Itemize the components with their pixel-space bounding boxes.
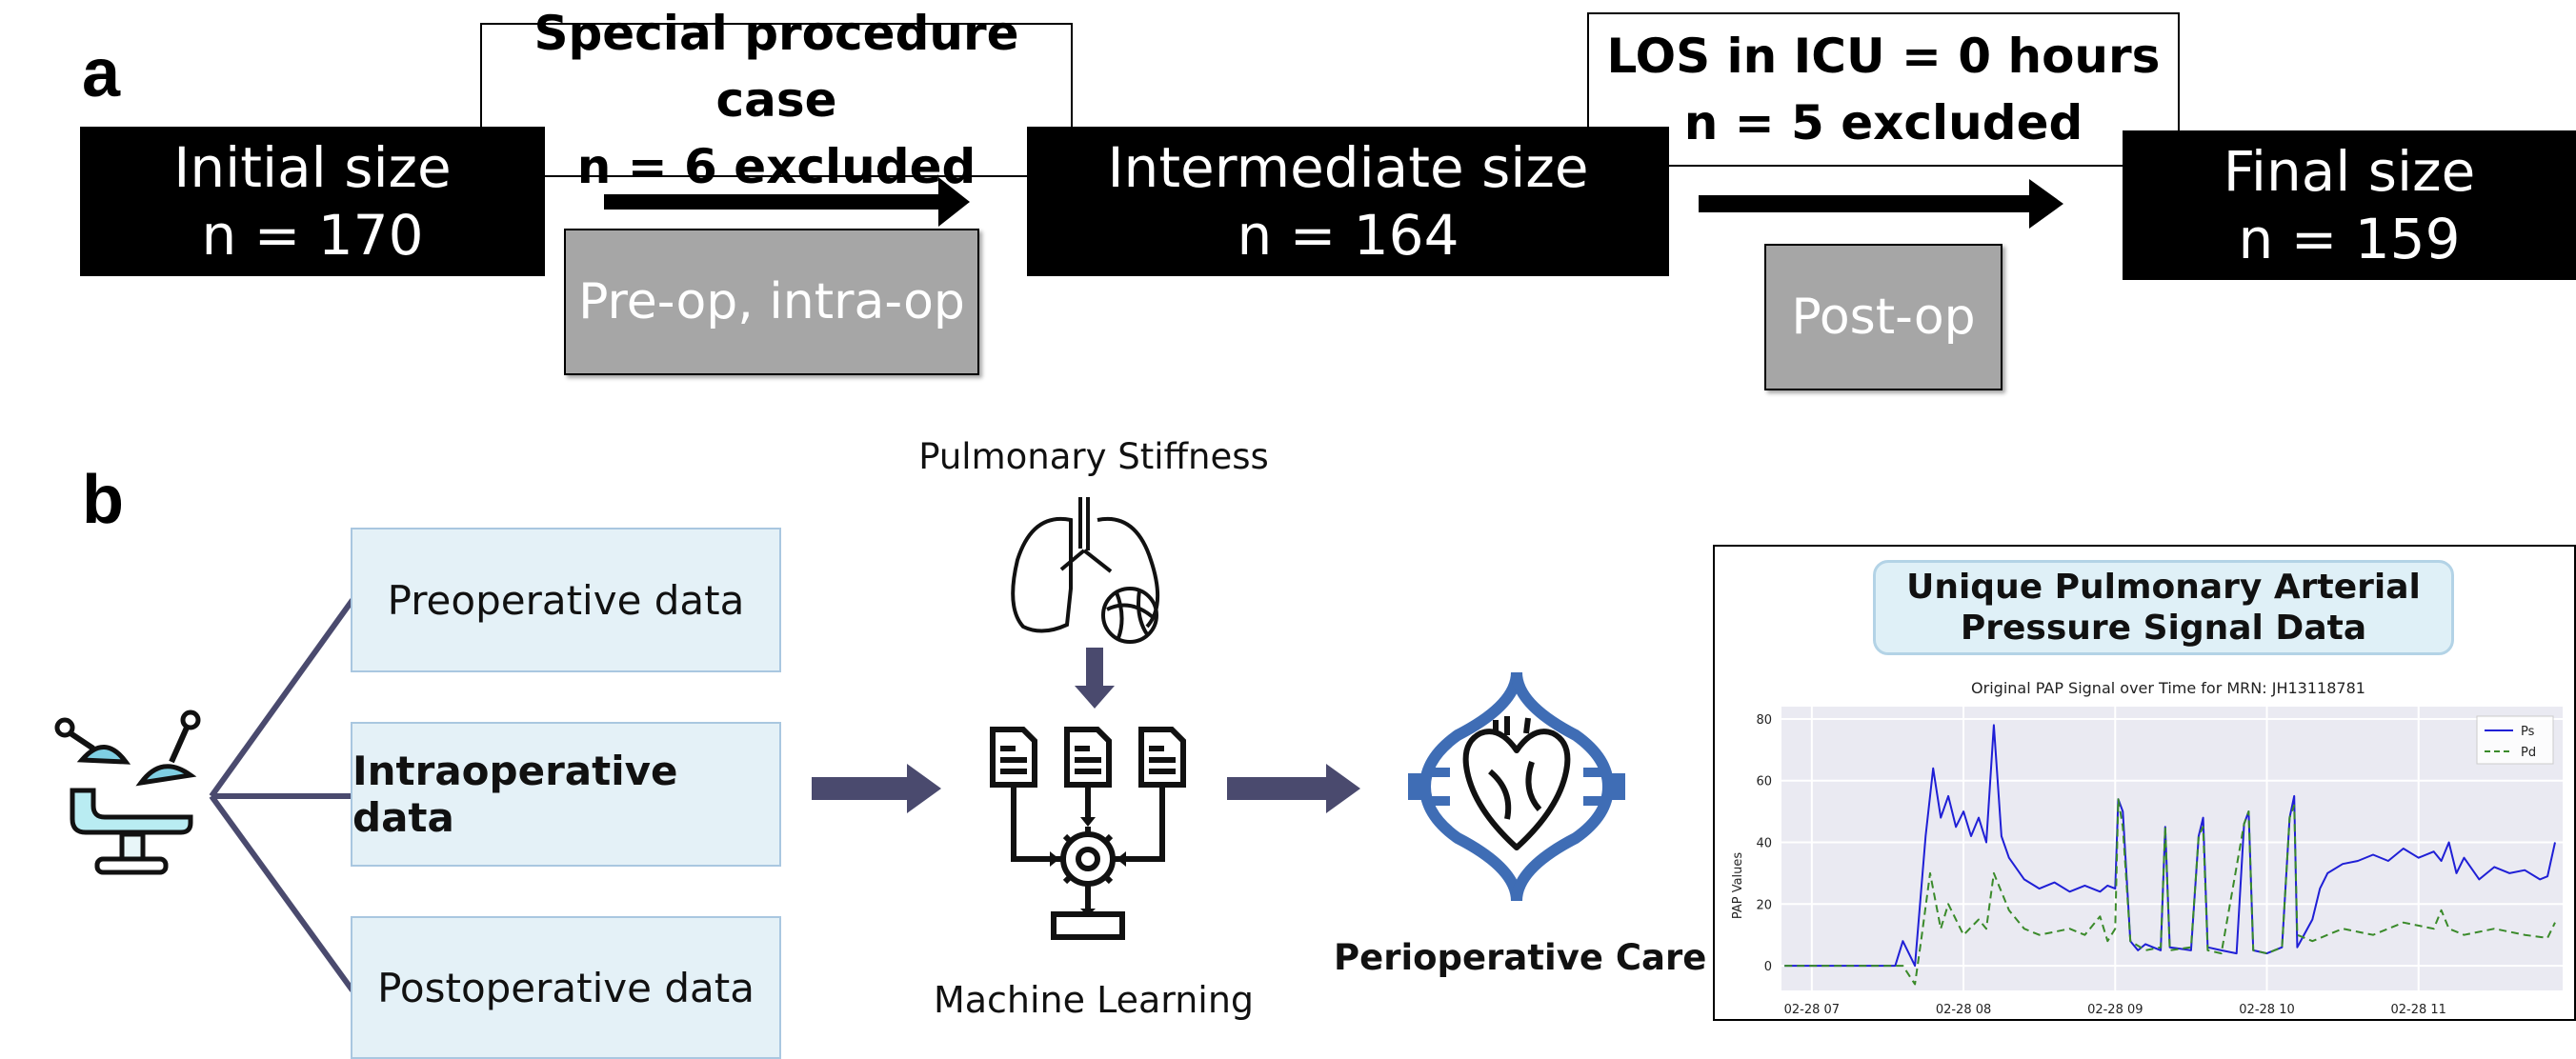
chart-y-tick-label: 60 <box>1756 775 1772 789</box>
exclusion1-reason: Special procedure case <box>533 6 1019 128</box>
pulmonary-stiffness-label: Pulmonary Stiffness <box>918 436 1269 477</box>
chart-x-tick-label: 02-28 09 <box>2087 1003 2143 1017</box>
pap-signal-chart: Original PAP Signal over Time for MRN: J… <box>1731 679 2563 1017</box>
chart-title-box: Unique Pulmonary Arterial Pressure Signa… <box>1873 560 2454 655</box>
initial-size-count: n = 170 <box>201 202 424 268</box>
flow-arrow-2 <box>1699 179 2063 229</box>
chart-title-line2: Pressure Signal Data <box>1960 609 2367 648</box>
heart-icon <box>1408 671 1625 902</box>
final-size-label: Final size <box>2223 138 2476 204</box>
gear-icon <box>1056 827 1120 891</box>
documents-icon <box>990 727 1186 788</box>
panel-b-letter: b <box>82 462 124 538</box>
chart-x-tick-label: 02-28 07 <box>1784 1003 1840 1017</box>
exclusion1-count: n = 6 excluded <box>576 139 976 194</box>
series-line-pd <box>1784 798 2556 986</box>
lungs-icon <box>1011 497 1160 644</box>
chart-x-tick-label: 02-28 11 <box>2391 1003 2446 1017</box>
intraoperative-data-box: Intraoperative data <box>351 722 781 867</box>
chart-title-line1: Unique Pulmonary Arterial <box>1906 567 2421 607</box>
final-size-box: Final size n = 159 <box>2123 130 2576 280</box>
chart-x-tick-label: 02-28 08 <box>1936 1003 1991 1017</box>
legend-label-pd: Pd <box>2521 746 2536 760</box>
chart-plot-title: Original PAP Signal over Time for MRN: J… <box>1971 679 2365 697</box>
arrow-lungs-to-ml <box>1075 648 1115 709</box>
chart-y-tick-label: 80 <box>1756 713 1772 728</box>
initial-size-box: Initial size n = 170 <box>80 127 545 276</box>
chart-y-axis-label: PAP Values <box>1731 852 1745 920</box>
exclusion2-count: n = 5 excluded <box>1683 95 2083 150</box>
panel-a-connectors <box>604 177 2063 229</box>
chart-y-tick-label: 20 <box>1756 898 1772 912</box>
chart-y-tick-label: 0 <box>1764 960 1772 974</box>
legend-label-ps: Ps <box>2521 725 2535 739</box>
arrow-to-ml <box>812 764 941 813</box>
flow-arrow-1 <box>604 177 970 227</box>
operating-room-icon <box>54 709 201 875</box>
intermediate-size-count: n = 164 <box>1237 202 1459 268</box>
exclusion-box-special-procedure: Special procedure case n = 6 excluded <box>480 6 1073 194</box>
machine-learning-label: Machine Learning <box>933 979 1255 1021</box>
exclusion2-reason: LOS in ICU = 0 hours <box>1606 29 2161 84</box>
arrow-to-care <box>1227 764 1360 813</box>
machine-learning-icon <box>990 727 1186 940</box>
phase-box-pre-intra-op: Pre-op, intra-op <box>564 229 979 375</box>
initial-size-label: Initial size <box>173 134 452 200</box>
preoperative-data-box: Preoperative data <box>351 528 781 672</box>
intermediate-size-box: Intermediate size n = 164 <box>1027 127 1669 276</box>
chart-x-tick-label: 02-28 10 <box>2239 1003 2294 1017</box>
panel-a-letter: a <box>82 35 121 111</box>
phase-box-post-op: Post-op <box>1764 244 2002 390</box>
perioperative-care-label: Perioperative Care <box>1334 937 1707 978</box>
exclusion-box-los-icu: LOS in ICU = 0 hours n = 5 excluded <box>1587 12 2180 167</box>
final-size-count: n = 159 <box>2238 206 2461 271</box>
chart-legend <box>2476 715 2554 765</box>
chart-plot-area <box>1781 707 2563 990</box>
intermediate-size-label: Intermediate size <box>1107 134 1589 200</box>
chart-y-tick-label: 40 <box>1756 837 1772 851</box>
postoperative-data-box: Postoperative data <box>351 916 781 1059</box>
